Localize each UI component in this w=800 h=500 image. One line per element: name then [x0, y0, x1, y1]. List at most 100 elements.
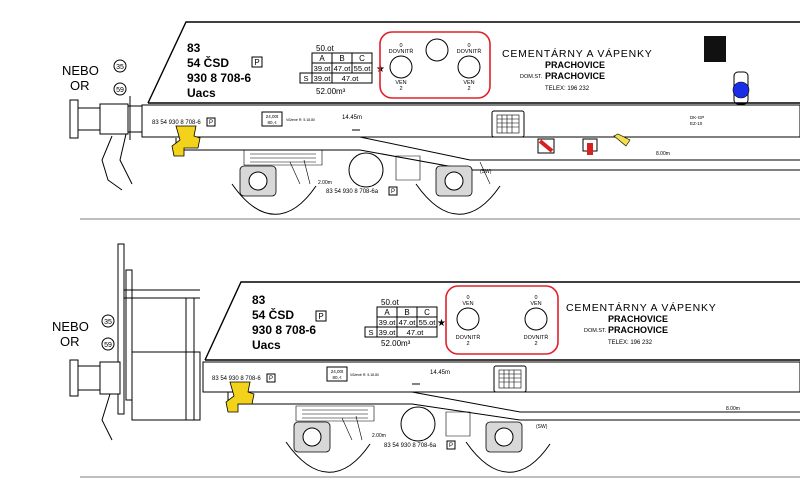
frame-p-box-b — [266, 373, 276, 383]
right-valve-num-top: 0 — [467, 43, 470, 49]
bogie-number-b: 83 54 930 8 708-6a — [384, 443, 437, 449]
load-header-b-b: B — [404, 308, 409, 317]
coupling-hook-2 — [225, 381, 255, 413]
marker-circle-4 — [101, 337, 115, 351]
bogie-sw-b: (SW) — [536, 424, 548, 430]
load-top-label: 50.ot — [316, 44, 335, 53]
revision-note-b: Vůžené R: 5.18.80 — [350, 373, 379, 377]
marking-line-1: 83 — [187, 41, 201, 55]
load-header-c-b: C — [424, 308, 430, 317]
bogie-distance-label-b: 2.00m — [372, 433, 386, 439]
wagon-view-bottom: NEBO OR 35 59 83 54 ČSD P 930 8 708-6 Ua… — [52, 243, 800, 478]
data-plate — [704, 36, 726, 62]
tail-lamp — [732, 71, 750, 105]
bogie-pivot-b — [400, 406, 436, 442]
load-row2-a: 39.ot — [314, 74, 332, 83]
load-header-c: C — [359, 54, 365, 63]
owner-telex-b: TELEX: 196 232 — [608, 340, 653, 346]
marking-line-2: 54 ČSD — [187, 55, 229, 70]
right-valve-b-top: VEN — [530, 301, 541, 307]
small-weight-2: 80,-t — [267, 120, 277, 125]
p-box-b — [315, 310, 327, 322]
load-row1-c-b: 55.ot — [419, 318, 437, 327]
or-label-2: OR — [60, 334, 80, 349]
load-header-b: B — [339, 54, 344, 63]
right-valve-b-num-top: 0 — [534, 295, 537, 301]
load-s-label: S — [303, 74, 308, 83]
owner-line-3: PRACHOVICE — [545, 71, 605, 81]
bogie-pivot — [348, 152, 384, 188]
owner-line-1: CEMENTÁRNY A VÁPENKY — [502, 47, 653, 60]
bogie-sw: (SW) — [480, 169, 492, 175]
small-weight-2-b: 80,-t — [332, 375, 342, 380]
bogie-p-box — [388, 186, 398, 196]
owner-line-2: PRACHOVICE — [545, 60, 605, 70]
step-grille — [491, 110, 525, 138]
small-weight-1: 24,00t — [266, 114, 279, 119]
buffer — [69, 96, 143, 191]
load-header-a: A — [319, 54, 325, 63]
marker-circle-2-label: 59 — [116, 87, 124, 94]
p-box — [251, 56, 263, 68]
owner-line-1-b: CEMENTÁRNY A VÁPENKY — [566, 301, 717, 314]
bogie-p-mark: P — [391, 189, 395, 195]
p-mark-b: P — [318, 312, 323, 321]
wagon-body-outline — [147, 21, 800, 104]
wagon-view-top: NEBO OR 35 59 83 54 ČSD P 930 8 708-6 Ua… — [62, 21, 800, 220]
p-mark: P — [254, 58, 259, 67]
load-row1-a-b: 39.ot — [379, 318, 397, 327]
owner-line-2-b: PRACHOVICE — [608, 314, 668, 324]
left-valve-b-top: VEN — [462, 301, 473, 307]
left-valve — [389, 55, 413, 79]
load-volume: 52.00m³ — [316, 87, 346, 96]
marker-circle-4-label: 59 — [104, 342, 112, 349]
small-weight-1-b: 24,00t — [331, 369, 344, 374]
left-valve-top: DOVNITŘ — [389, 47, 414, 55]
load-volume-b: 52.00m³ — [381, 339, 411, 348]
load-star-b: ★ — [437, 318, 446, 329]
load-table: 50.ot A B C 39.ot 47.ot 55.ot ★ S 39.ot … — [299, 44, 385, 96]
lever-red-2 — [582, 138, 598, 155]
frame-p-mark-b: P — [269, 376, 273, 382]
load-row2-b-b: 47.ot — [407, 328, 425, 337]
frame-lower-profile-2 — [227, 392, 800, 421]
end-platform — [69, 243, 201, 441]
frame-inner-profile-2 — [411, 391, 800, 413]
or-label: OR — [70, 78, 90, 93]
distance-8-label: 8.00m — [656, 151, 670, 157]
right-valve-bottom: VEN — [463, 80, 474, 86]
marker-circle-3-label: 35 — [104, 319, 112, 326]
marking-line-2-b: 54 ČSD — [252, 307, 294, 322]
left-valve-bottom: VEN — [395, 80, 406, 86]
small-weight-box — [261, 111, 283, 127]
step-grille-2 — [493, 365, 527, 393]
marker-circle-2 — [113, 82, 127, 96]
bogie-number: 83 54 930 8 708-6a — [326, 189, 379, 195]
load-table-2: 50.ot A B C 39.ot 47.ot 55.ot ★ S 39.ot … — [364, 298, 446, 348]
left-valve-b-num-bottom: 2 — [466, 341, 469, 347]
frame-number: 83 54 930 8 708-6 — [152, 120, 201, 126]
load-top-label-b: 50.ot — [381, 298, 400, 307]
lever-yellow — [613, 133, 631, 147]
length-label-b: 14.45m — [430, 370, 450, 376]
bogie-p-box-b — [446, 440, 456, 450]
marking-line-1-b: 83 — [252, 293, 266, 307]
revision-note: Vůžené R: 5.18.80 — [286, 118, 315, 122]
owner-domst: DOM.ST. — [520, 74, 543, 80]
frame-p-box — [206, 117, 216, 127]
right-valve-b — [524, 307, 548, 331]
load-header-a-b: A — [384, 308, 390, 317]
load-row1-a: 39.ot — [314, 64, 332, 73]
marking-line-3: 930 8 708-6 — [187, 71, 251, 85]
marker-circle-1-label: 35 — [116, 64, 124, 71]
marking-line-3-b: 930 8 708-6 — [252, 323, 316, 337]
left-valve-num-top: 0 — [399, 43, 402, 49]
marking-line-4-b: Uacs — [252, 338, 281, 352]
discharge-valves-2: 0 VEN DOVNITŘ 2 0 VEN DOVNITŘ 2 — [445, 285, 559, 355]
load-row1-b-b: 47.ot — [399, 318, 417, 327]
marking-line-4: Uacs — [187, 86, 216, 100]
lever-red — [537, 138, 555, 154]
dkgp-label-2: EZ-10 — [690, 121, 703, 126]
right-valve — [457, 55, 481, 79]
load-s-label-b: S — [368, 328, 373, 337]
